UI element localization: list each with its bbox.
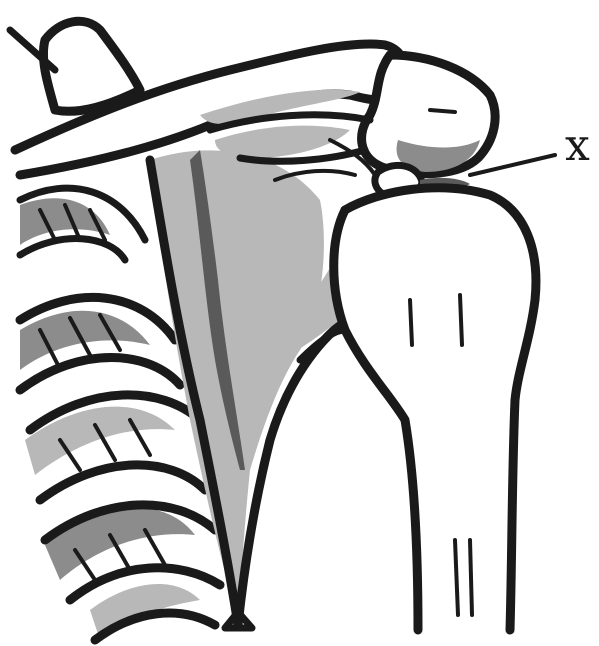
acromion bbox=[362, 55, 496, 174]
rib-4 bbox=[20, 358, 180, 391]
rib-6 bbox=[40, 465, 205, 500]
rib-2 bbox=[20, 239, 125, 260]
label-x: x bbox=[565, 120, 590, 171]
coracoid-process bbox=[10, 21, 140, 111]
